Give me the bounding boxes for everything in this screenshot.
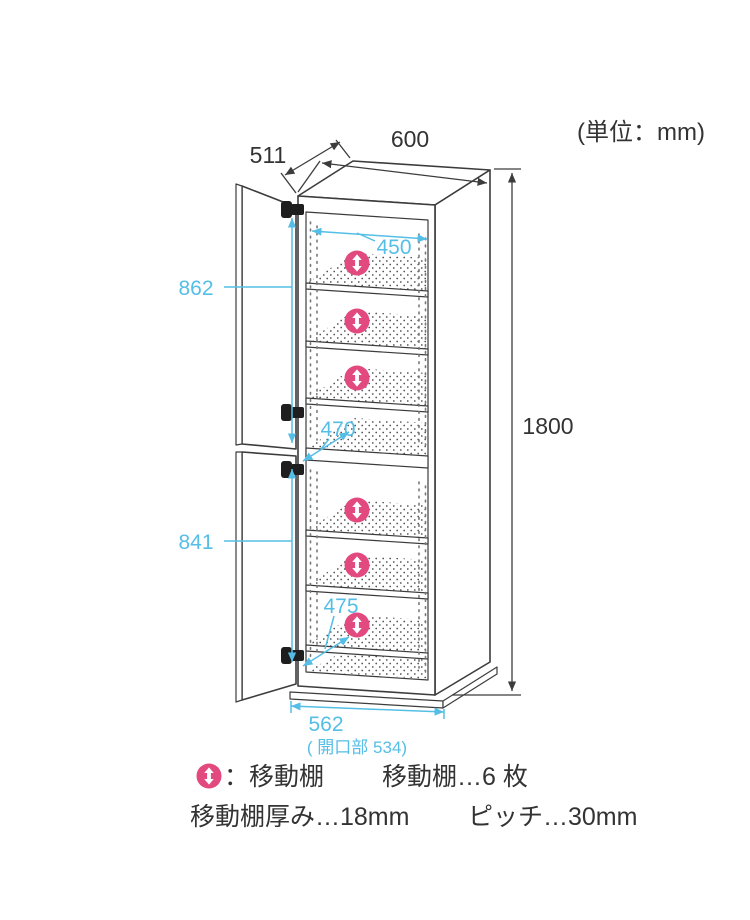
shelf-front-edge [305,529,429,545]
dim-inner-width-label: 450 [376,236,411,259]
dim-upper-depth-label: 470 [320,418,355,441]
movable-shelf-marker-icon [344,365,370,391]
movable-shelf-marker-icon [344,552,370,578]
shelf-surface [307,368,427,406]
legend: ：移動棚 移動棚…6 枚 移動棚厚み…18mm ピッチ…30mm [190,763,637,831]
shelf-front-edge [305,584,429,600]
hinge-icon [281,201,304,218]
movable-shelf-marker-icon [344,308,370,334]
upper-door-edge [235,183,243,446]
unit-note: (単位：mm) [577,119,705,146]
legend-pitch-label: ピッチ…30mm [468,803,637,831]
legend-count-label: 移動棚…6 枚 [382,763,528,791]
outer-dimensions: 600 511 1800 [250,126,574,696]
dim-lower-height-label: 841 [178,531,213,554]
dim-depth-label: 511 [250,142,287,168]
lower-door-edge [235,451,243,703]
legend-marker-label: ：移動棚 [224,763,324,791]
shelf-surface [307,500,427,538]
movable-shelf-marker-icon [344,250,370,276]
up-down-arrow-icon [196,763,222,789]
cabinet-right-face [434,169,491,696]
opening-note-label: ( 開口部 534) [307,738,407,757]
dim-lower-depth-label: 475 [323,595,358,618]
dim-upper-height-label: 862 [178,277,213,300]
shelf-surface [307,555,427,593]
doors [235,183,304,703]
dim-base-width-label: 562 [308,713,343,736]
dim-width-label: 600 [391,126,429,152]
shelf-surface [307,311,427,349]
shelf-surface [307,253,427,291]
legend-thickness-label: 移動棚厚み…18mm [190,803,409,831]
shelf-front-edge [305,340,429,356]
movable-shelf-marker-icon [344,497,370,523]
interior-dimensions: 450 862 470 841 475 562 ( 開口部 534) [178,218,445,757]
shelf-front-edge [305,397,429,413]
shelf-pin-holes [309,221,427,673]
shelf-front-edge [305,282,429,298]
dim-height-label: 1800 [522,413,573,439]
movable-shelf-marker-icon [344,612,370,638]
